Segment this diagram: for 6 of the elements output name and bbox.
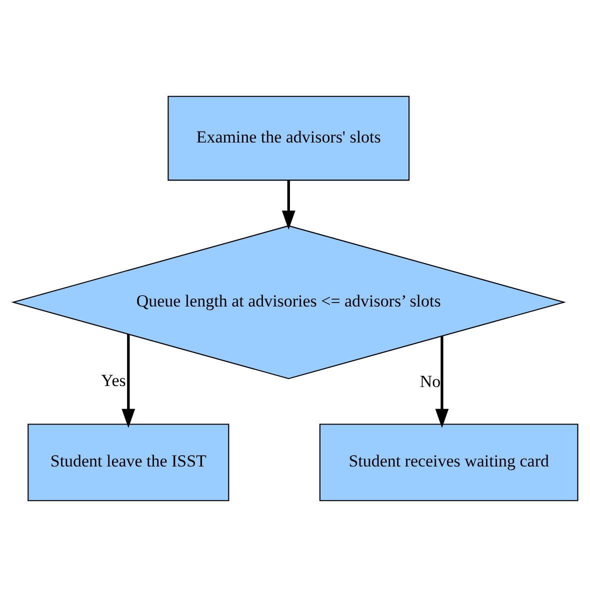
node-box: Examine the advisors' slots	[167, 96, 410, 181]
arrow	[281, 180, 295, 230]
arrow	[434, 336, 448, 428]
node-box: Student receives waiting card	[318, 424, 578, 502]
arrow	[121, 334, 135, 428]
node-box: Student leave the ISST	[27, 424, 229, 502]
